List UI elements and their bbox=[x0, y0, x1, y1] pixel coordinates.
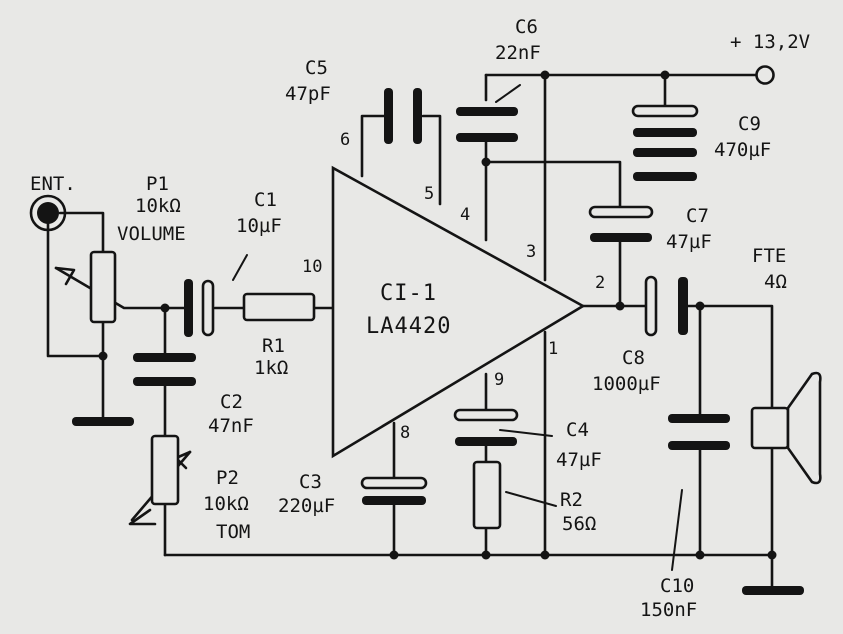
p2-name: P2 bbox=[216, 467, 239, 489]
r2-name: R2 bbox=[560, 489, 583, 511]
r1-name: R1 bbox=[262, 335, 285, 357]
c7-capacitor bbox=[588, 205, 654, 242]
p2-potentiometer bbox=[150, 434, 180, 506]
c6-value: 22nF bbox=[495, 42, 541, 64]
c1-capacitor bbox=[184, 279, 215, 337]
r1-resistor bbox=[242, 292, 316, 322]
c10-value: 150nF bbox=[640, 599, 697, 621]
pin-number: 10 bbox=[302, 257, 322, 277]
speaker-icon bbox=[750, 371, 822, 485]
p2-value: 10kΩ bbox=[203, 493, 249, 515]
r2-resistor bbox=[472, 460, 502, 530]
p1-potentiometer bbox=[89, 250, 117, 324]
c7-name: C7 bbox=[686, 205, 709, 227]
c4-name: C4 bbox=[566, 419, 589, 441]
ic-triangle bbox=[331, 165, 586, 459]
c8-capacitor bbox=[644, 275, 688, 337]
c4-capacitor bbox=[453, 408, 519, 446]
c2-name: C2 bbox=[220, 391, 243, 413]
c8-name: C8 bbox=[622, 347, 645, 369]
ground-symbol-main bbox=[742, 586, 804, 595]
c5-capacitor bbox=[384, 88, 422, 144]
c3-capacitor bbox=[360, 476, 428, 505]
p1-value: 10kΩ bbox=[135, 195, 181, 217]
r1-value: 1kΩ bbox=[254, 357, 288, 379]
c3-name: C3 bbox=[299, 471, 322, 493]
c1-value: 10µF bbox=[236, 215, 282, 237]
c8-value: 1000µF bbox=[592, 373, 661, 395]
supply-terminal-icon bbox=[755, 65, 775, 85]
speaker-value: 4Ω bbox=[764, 271, 787, 293]
ic-name-label: CI-1 bbox=[380, 281, 437, 306]
c6-capacitor bbox=[456, 107, 518, 142]
speaker-name: FTE bbox=[752, 245, 786, 267]
p1-name: P1 bbox=[146, 173, 169, 195]
supply-voltage-label: + 13,2V bbox=[730, 31, 810, 53]
c4-value: 47µF bbox=[556, 449, 602, 471]
pin-number: 4 bbox=[460, 205, 470, 225]
pin-number: 1 bbox=[548, 339, 558, 359]
c6-name: C6 bbox=[515, 16, 538, 38]
pin-number: 8 bbox=[400, 423, 410, 443]
c5-name: C5 bbox=[305, 57, 328, 79]
pin-number: 2 bbox=[595, 273, 605, 293]
p2-note: TOM bbox=[216, 521, 250, 543]
c9-capacitor bbox=[631, 104, 699, 181]
pin-number: 6 bbox=[340, 130, 350, 150]
ground-symbol-input bbox=[72, 417, 134, 426]
c3-value: 220µF bbox=[278, 495, 335, 517]
c2-value: 47nF bbox=[208, 415, 254, 437]
p1-note: VOLUME bbox=[117, 223, 186, 245]
pin-number: 5 bbox=[424, 184, 434, 204]
r2-value: 56Ω bbox=[562, 513, 596, 535]
input-jack-icon bbox=[29, 194, 67, 232]
junction-dots bbox=[98, 70, 777, 560]
ic-part-label: LA4420 bbox=[366, 314, 451, 339]
c2-capacitor bbox=[133, 353, 196, 386]
c10-capacitor bbox=[668, 414, 730, 450]
c5-value: 47pF bbox=[285, 83, 331, 105]
c9-name: C9 bbox=[738, 113, 761, 135]
input-label: ENT. bbox=[30, 173, 76, 195]
c1-name: C1 bbox=[254, 189, 277, 211]
c7-value: 47µF bbox=[666, 231, 712, 253]
pin-number: 9 bbox=[494, 370, 504, 390]
pin-number: 3 bbox=[526, 242, 536, 262]
c10-name: C10 bbox=[660, 575, 694, 597]
c9-value: 470µF bbox=[714, 139, 771, 161]
wires bbox=[46, 73, 790, 592]
